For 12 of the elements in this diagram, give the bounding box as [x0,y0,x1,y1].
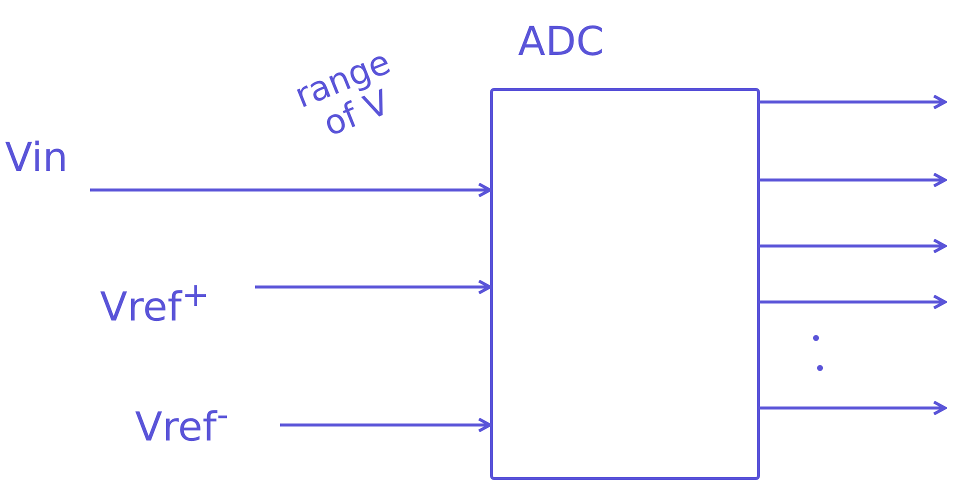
arrow [760,94,946,110]
arrow [255,280,492,294]
arrow [760,238,946,254]
signal-label: Vin [5,135,68,181]
arrow [90,182,492,198]
arrow [760,294,946,310]
arrow [760,172,946,188]
signal-label: Vref$^{+}$ [100,275,210,330]
signal-label: Vref$^{-}$ [135,395,229,450]
arrow [280,418,492,432]
block-title: ADC [518,19,604,65]
arrow [760,400,946,416]
